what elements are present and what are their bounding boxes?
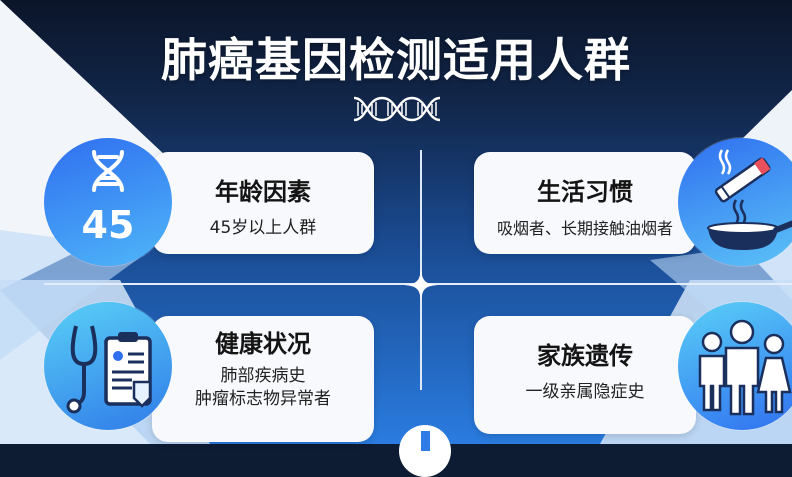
card-age-factor: 年龄因素 45岁以上人群 [152, 152, 374, 254]
card-desc-line1: 肺部疾病史 [220, 366, 306, 386]
card-title: 生活习惯 [537, 178, 633, 206]
health-icon-circle [44, 302, 172, 430]
card-desc-line2: 肿瘤标志物异常者 [195, 389, 331, 409]
svg-text:45: 45 [82, 203, 135, 247]
stethoscope-clipboard-icon [66, 325, 152, 414]
age-icon-circle: 45 [44, 138, 172, 266]
family-icon [698, 319, 792, 416]
card-desc: 一级亲属隐症史 [525, 382, 645, 402]
cigarette-pan-icon [707, 149, 792, 250]
bottom-info-icon [399, 425, 451, 477]
page-title: 肺癌基因检测适用人群 [161, 33, 631, 87]
card-desc: 45岁以上人群 [209, 218, 317, 238]
card-family-history: 家族遗传 一级亲属隐症史 [474, 316, 696, 434]
dna-helix-icon [353, 96, 441, 122]
card-title: 健康状况 [215, 330, 311, 358]
card-title: 家族遗传 [537, 342, 633, 370]
card-lifestyle: 生活习惯 吸烟者、长期接触油烟者 [474, 152, 696, 254]
card-desc: 吸烟者、长期接触油烟者 [496, 219, 673, 238]
card-title: 年龄因素 [215, 178, 311, 206]
sparkle-icon [404, 268, 438, 302]
family-icon-circle [678, 302, 792, 430]
lifestyle-icon-circle [678, 138, 792, 266]
card-health-status: 健康状况 肺部疾病史 肿瘤标志物异常者 [152, 316, 374, 442]
dna-icon: 45 [82, 150, 135, 247]
